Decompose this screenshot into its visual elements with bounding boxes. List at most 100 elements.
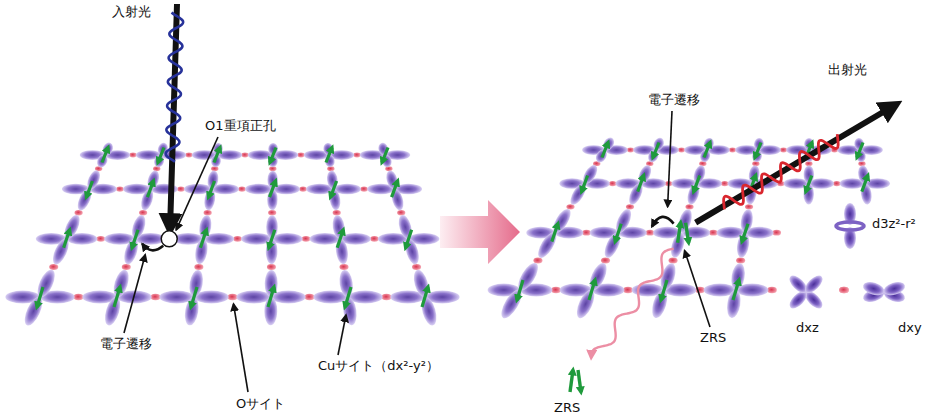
leader-lines xyxy=(124,111,710,392)
zrs-symbol xyxy=(570,370,581,392)
cu-orbital xyxy=(560,261,625,321)
o-site xyxy=(204,210,212,215)
cu-orbital xyxy=(784,165,834,204)
spin-arrow xyxy=(406,230,412,248)
dxy-orbital xyxy=(861,279,906,304)
light-wave xyxy=(724,134,839,209)
cu-orbital xyxy=(36,213,98,267)
spin-arrow xyxy=(158,148,164,163)
spin-arrow xyxy=(269,230,275,248)
o-site xyxy=(297,153,304,158)
o-site xyxy=(566,204,574,209)
o-site xyxy=(139,210,147,215)
o-site xyxy=(752,161,759,166)
emission-process xyxy=(570,108,890,392)
o-site xyxy=(609,181,617,186)
transition-arrow xyxy=(652,217,674,227)
spin-arrow xyxy=(517,280,523,300)
o-site xyxy=(211,166,218,171)
emitted-light xyxy=(696,108,890,223)
o-site xyxy=(839,287,849,293)
spin-arrow xyxy=(132,230,138,248)
o-site xyxy=(177,186,185,191)
cuo2-lattice xyxy=(5,141,459,328)
spin-arrow xyxy=(270,181,276,197)
spin-arrow xyxy=(102,148,108,163)
spin-arrow xyxy=(806,175,812,191)
o-site xyxy=(353,153,360,158)
cu-orbital xyxy=(590,207,647,260)
spin-arrow xyxy=(191,287,197,307)
o-site xyxy=(333,210,341,215)
cu-orbital xyxy=(236,270,305,326)
o-site xyxy=(839,287,849,293)
cu-orbital xyxy=(367,169,422,211)
leader-line xyxy=(124,255,145,333)
o-site xyxy=(228,294,238,300)
hole xyxy=(161,231,177,247)
o-site xyxy=(122,264,131,270)
cu-orbital xyxy=(526,206,583,260)
leader-line xyxy=(234,304,249,392)
o-site xyxy=(268,210,276,215)
o-site xyxy=(736,257,745,263)
zrs-label: ZRS xyxy=(554,400,580,416)
spin-arrow xyxy=(582,175,588,191)
propagation-wave xyxy=(591,249,673,357)
o-site xyxy=(623,287,633,293)
o-site xyxy=(805,161,812,166)
cu-orbital xyxy=(80,141,130,169)
spin-arrow xyxy=(214,148,220,163)
o-site xyxy=(678,148,685,153)
spin-arrow xyxy=(422,287,428,307)
o-site xyxy=(646,230,655,236)
cu-orbital xyxy=(378,214,440,266)
cu-orbital xyxy=(62,168,117,212)
spin-arrow xyxy=(208,181,214,197)
o-site xyxy=(767,287,777,293)
spin-arrow xyxy=(326,148,332,163)
o-site xyxy=(194,264,203,270)
o-site xyxy=(238,186,246,191)
zrs-symbol xyxy=(678,223,689,243)
spin-arrow xyxy=(742,224,748,242)
cu-orbital xyxy=(192,142,242,168)
o-site xyxy=(370,236,379,242)
cu-orbital xyxy=(582,136,628,165)
cu-orbital xyxy=(313,269,382,326)
orbital-label: d3z²-r² xyxy=(872,216,916,232)
o-site xyxy=(772,230,781,236)
o-site xyxy=(627,148,634,153)
o-site xyxy=(129,153,136,158)
cu-orbital xyxy=(245,171,300,211)
cu-orbital xyxy=(248,143,298,167)
orbital-label: dxy xyxy=(898,320,922,336)
orbital-label: dxz xyxy=(796,320,819,336)
cu-orbital xyxy=(837,137,883,162)
spin-arrow xyxy=(270,148,276,163)
leader-line xyxy=(338,315,346,355)
spin-arrow xyxy=(704,143,710,158)
cu-orbital xyxy=(360,142,410,169)
cu-orbital xyxy=(704,262,769,319)
spin-arrow xyxy=(862,175,868,191)
cu-orbital xyxy=(104,213,166,265)
incident-process xyxy=(142,4,183,250)
o-site xyxy=(533,257,542,263)
spin-arrow xyxy=(114,287,120,307)
o-site xyxy=(385,166,392,171)
transition-label: 電子遷移 xyxy=(648,92,700,108)
cu-orbital xyxy=(5,267,74,328)
o-site xyxy=(151,294,161,300)
cu-orbital xyxy=(653,208,710,260)
o-site xyxy=(412,264,421,270)
cu-orbital xyxy=(304,142,354,167)
o-site xyxy=(327,166,334,171)
o-site xyxy=(858,161,865,166)
spin-arrow xyxy=(86,181,92,197)
light-label: 入射光 xyxy=(112,4,151,20)
cu-orbital xyxy=(615,163,665,206)
o-site xyxy=(305,294,315,300)
o-site xyxy=(709,230,718,236)
o-site xyxy=(360,186,368,191)
